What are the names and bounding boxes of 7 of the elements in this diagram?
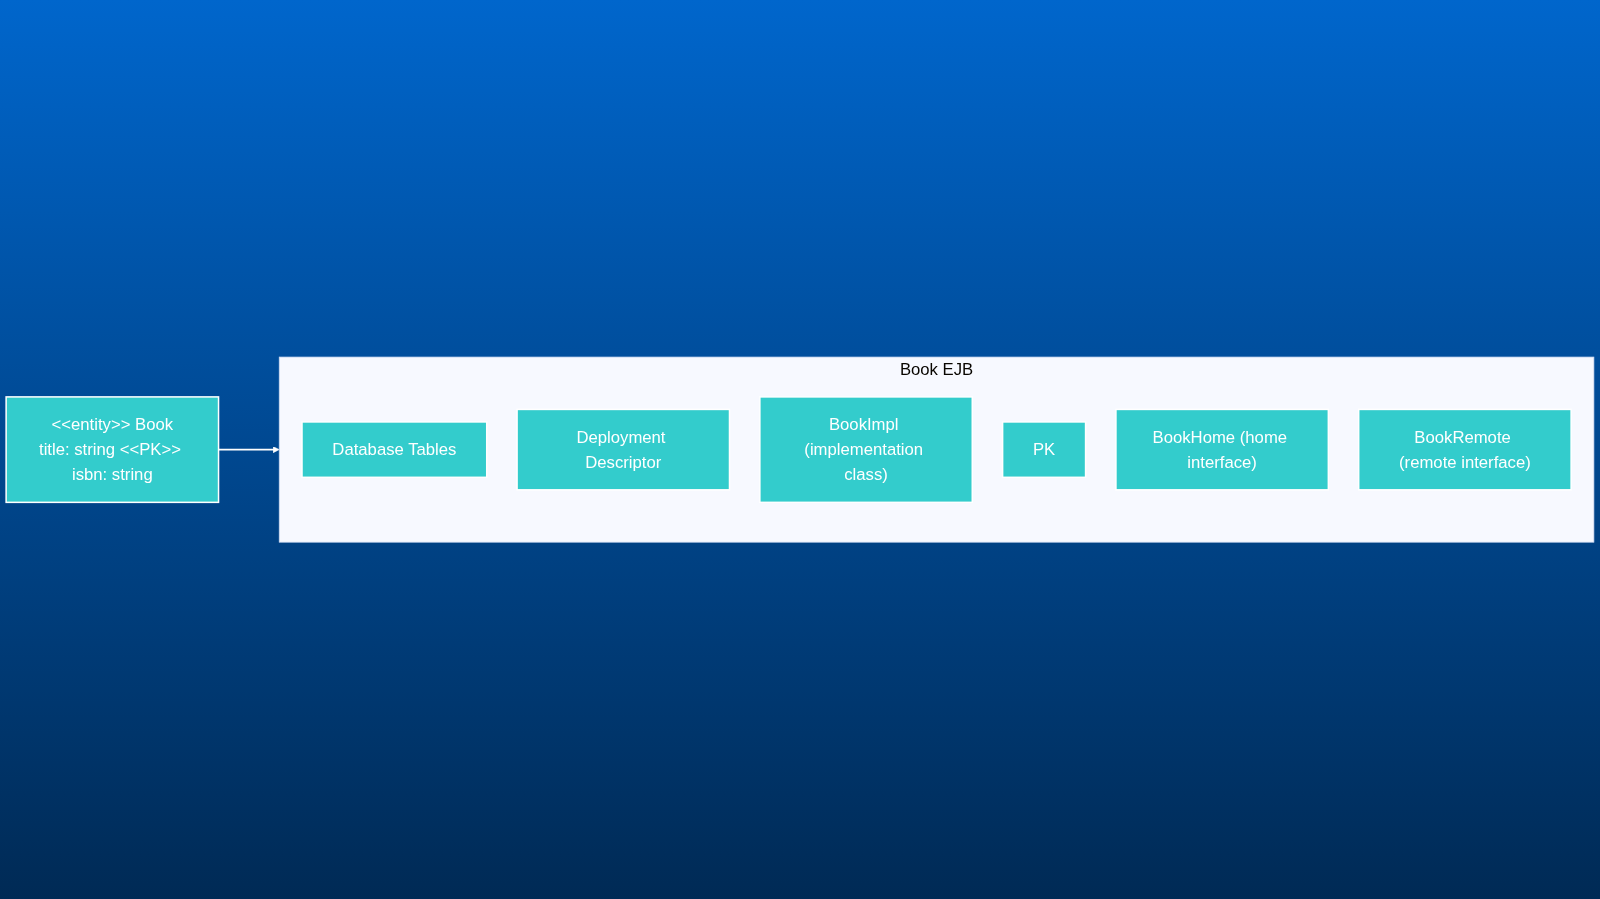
node-box: BookImpl (implementation class) [759, 396, 974, 503]
node-box: BookHome (home interface) [1115, 408, 1330, 491]
node-box: <<entity>> Book title: string <<PK>> isbn: string [5, 396, 220, 503]
node-box: Deployment Descriptor [516, 408, 731, 491]
node-box: Database Tables [301, 421, 488, 478]
node-box: BookRemote (remote interface) [1357, 408, 1572, 491]
node-box: PK [1001, 421, 1087, 478]
